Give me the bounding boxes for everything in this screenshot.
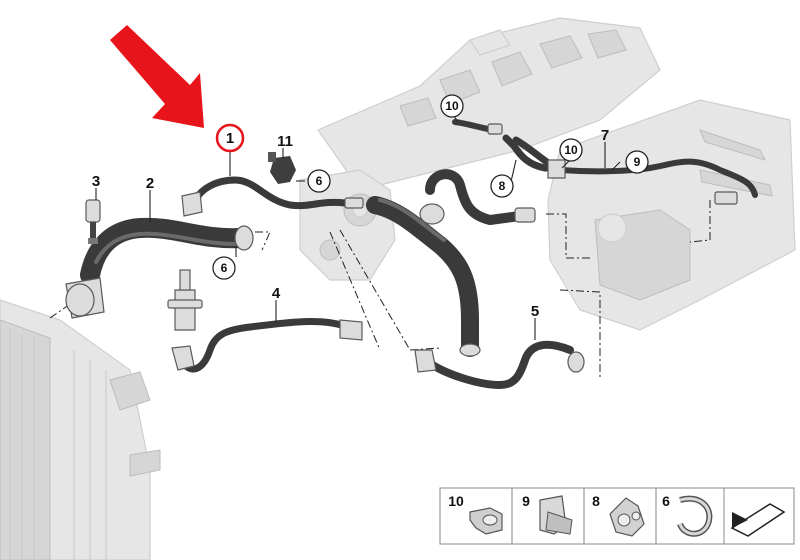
svg-text:10: 10 — [445, 99, 459, 113]
svg-text:1: 1 — [226, 130, 234, 147]
callout-11[interactable]: 11 — [277, 133, 293, 150]
callout-3[interactable]: 3 — [92, 173, 100, 190]
expansion-tank-ghost — [547, 99, 796, 331]
part-11-valve — [268, 152, 296, 184]
legend-item-10[interactable]: 10 — [439, 487, 513, 545]
hose-4 — [171, 317, 363, 373]
callout-6-bottom[interactable]: 6 — [212, 256, 236, 280]
hose-clip-icon — [539, 495, 573, 535]
callout-8[interactable]: 8 — [490, 174, 514, 198]
spring-clip-icon — [677, 495, 713, 537]
svg-text:6: 6 — [221, 261, 228, 275]
double-clip-icon — [609, 497, 645, 537]
svg-text:10: 10 — [564, 143, 578, 157]
callout-6-top[interactable]: 6 — [307, 169, 331, 193]
radiator-ghost — [0, 299, 161, 560]
legend-item-arrow[interactable] — [723, 487, 795, 545]
hose-5 — [414, 340, 585, 389]
callout-1[interactable]: 1 — [215, 123, 245, 153]
engine-block-ghost — [317, 17, 661, 191]
hose-clamp-icon — [469, 507, 503, 535]
continuation-arrow-icon — [730, 503, 786, 537]
hose-7-tank-line — [452, 119, 758, 205]
svg-text:9: 9 — [522, 493, 530, 509]
hose-2-upper-radiator — [65, 217, 254, 319]
callout-5[interactable]: 5 — [531, 303, 539, 320]
callout-10-top[interactable]: 10 — [440, 94, 464, 118]
hose-main-central — [366, 169, 536, 357]
svg-text:6: 6 — [316, 174, 323, 188]
svg-text:8: 8 — [499, 179, 506, 193]
red-arrow-icon — [110, 25, 204, 128]
svg-text:9: 9 — [634, 155, 641, 169]
hose-1-bleed-line — [181, 176, 364, 217]
legend-item-8[interactable]: 8 — [583, 487, 657, 545]
legend-item-9[interactable]: 9 — [511, 487, 585, 545]
svg-text:6: 6 — [662, 493, 670, 509]
callout-7[interactable]: 7 — [601, 127, 609, 144]
hose-tee-connector — [167, 269, 203, 331]
callout-9[interactable]: 9 — [625, 150, 649, 174]
callout-4[interactable]: 4 — [272, 285, 281, 302]
part-3-sensor — [85, 199, 101, 244]
svg-text:8: 8 — [592, 493, 600, 509]
svg-text:10: 10 — [448, 493, 464, 509]
legend-item-6[interactable]: 6 — [655, 487, 725, 545]
legend-strip: 10 9 8 6 — [439, 487, 795, 545]
callout-2[interactable]: 2 — [146, 175, 154, 192]
callout-10-mid[interactable]: 10 — [559, 138, 583, 162]
